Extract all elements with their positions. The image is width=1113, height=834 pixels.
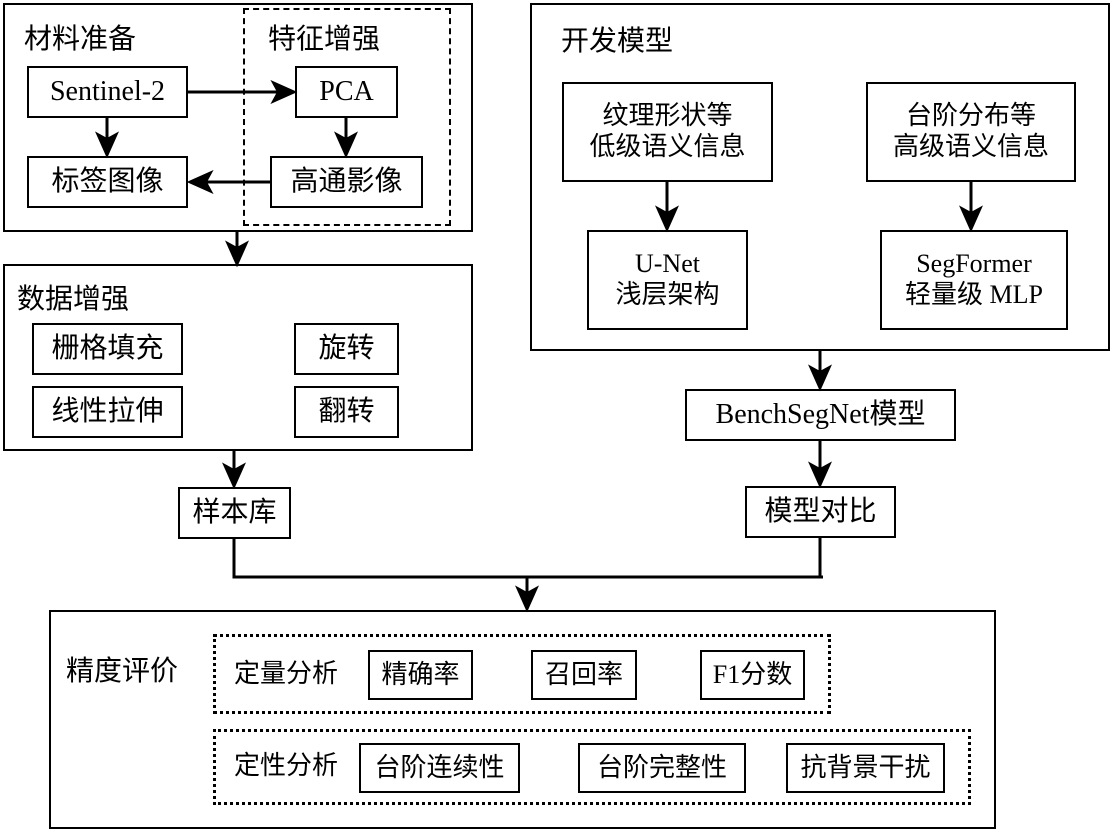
group-feature-enhancement <box>243 8 451 226</box>
node-step-continuity[interactable]: 台阶连续性 <box>359 743 520 793</box>
node-unet[interactable]: U-Net 浅层架构 <box>587 230 748 330</box>
node-model-comparison[interactable]: 模型对比 <box>745 486 896 538</box>
label-qualitative-analysis: 定性分析 <box>234 751 339 780</box>
line-sample-library-to-junction <box>232 539 823 579</box>
node-precision[interactable]: 精确率 <box>368 650 473 700</box>
node-f1-score[interactable]: F1分数 <box>700 650 805 700</box>
node-sample-library[interactable]: 样本库 <box>178 487 291 539</box>
node-flip[interactable]: 翻转 <box>294 386 399 438</box>
node-grid-fill[interactable]: 栅格填充 <box>32 323 183 375</box>
group-material-preparation <box>3 3 473 232</box>
node-highpass-image[interactable]: 高通影像 <box>270 156 423 208</box>
node-benchsegnet[interactable]: BenchSegNet模型 <box>685 389 956 441</box>
group-model-development <box>530 3 1110 351</box>
group-label-data-augmentation: 数据增强 <box>17 284 130 315</box>
group-label-model-development: 开发模型 <box>561 26 674 57</box>
node-high-level-semantics[interactable]: 台阶分布等 高级语义信息 <box>866 82 1076 182</box>
node-segformer[interactable]: SegFormer 轻量级 MLP <box>880 230 1068 330</box>
node-sentinel-2[interactable]: Sentinel-2 <box>27 66 188 118</box>
label-quantitative-analysis: 定量分析 <box>234 659 339 688</box>
node-linear-stretch[interactable]: 线性拉伸 <box>32 386 183 438</box>
node-bg-robustness[interactable]: 抗背景干扰 <box>786 743 945 793</box>
node-recall[interactable]: 召回率 <box>531 650 637 700</box>
group-label-material-preparation: 材料准备 <box>24 24 137 55</box>
node-step-integrity[interactable]: 台阶完整性 <box>578 743 746 793</box>
group-qualitative-analysis <box>213 729 971 805</box>
group-label-accuracy-evaluation: 精度评价 <box>66 656 179 687</box>
node-label-image[interactable]: 标签图像 <box>27 156 188 208</box>
group-label-feature-enhancement: 特征增强 <box>268 24 381 55</box>
node-pca[interactable]: PCA <box>295 66 398 118</box>
node-rotate[interactable]: 旋转 <box>294 323 399 375</box>
node-low-level-semantics[interactable]: 纹理形状等 低级语义信息 <box>562 82 773 182</box>
group-quantitative-analysis <box>213 634 831 714</box>
